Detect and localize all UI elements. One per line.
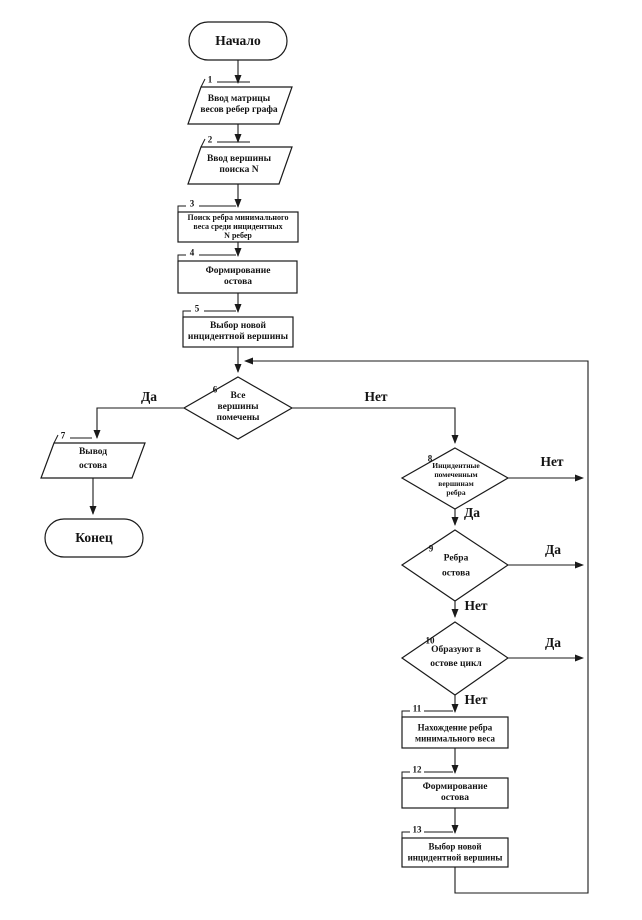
- notch-7: [53, 434, 92, 444]
- edge-6-yes-7: [93, 407, 184, 439]
- edge-6-no-8: [292, 407, 459, 444]
- notch-2: [200, 138, 250, 148]
- notch-12: [401, 771, 453, 778]
- process-11-shape: [401, 716, 509, 749]
- terminator-end-shape: [44, 518, 144, 558]
- edge-13-loopback: [244, 357, 589, 894]
- decision-10-shape: [400, 621, 510, 696]
- terminator-start-shape: [188, 21, 288, 61]
- notch-3: [177, 205, 236, 212]
- io-2-shape: [187, 146, 293, 185]
- notch-1: [200, 78, 250, 88]
- decision-6-shape: [182, 376, 294, 440]
- io-1-shape: [187, 86, 293, 125]
- process-4-shape: [177, 260, 298, 294]
- process-12-shape: [401, 777, 509, 809]
- decision-8-shape: [400, 447, 510, 510]
- process-3-shape: [177, 211, 299, 243]
- notch-11: [401, 710, 453, 717]
- decision-9-shape: [400, 529, 510, 602]
- notch-4: [177, 254, 236, 261]
- notch-13: [401, 831, 453, 838]
- io-7-shape: [40, 442, 146, 479]
- process-13-shape: [401, 837, 509, 868]
- process-5-shape: [182, 316, 294, 348]
- notch-5: [182, 310, 236, 317]
